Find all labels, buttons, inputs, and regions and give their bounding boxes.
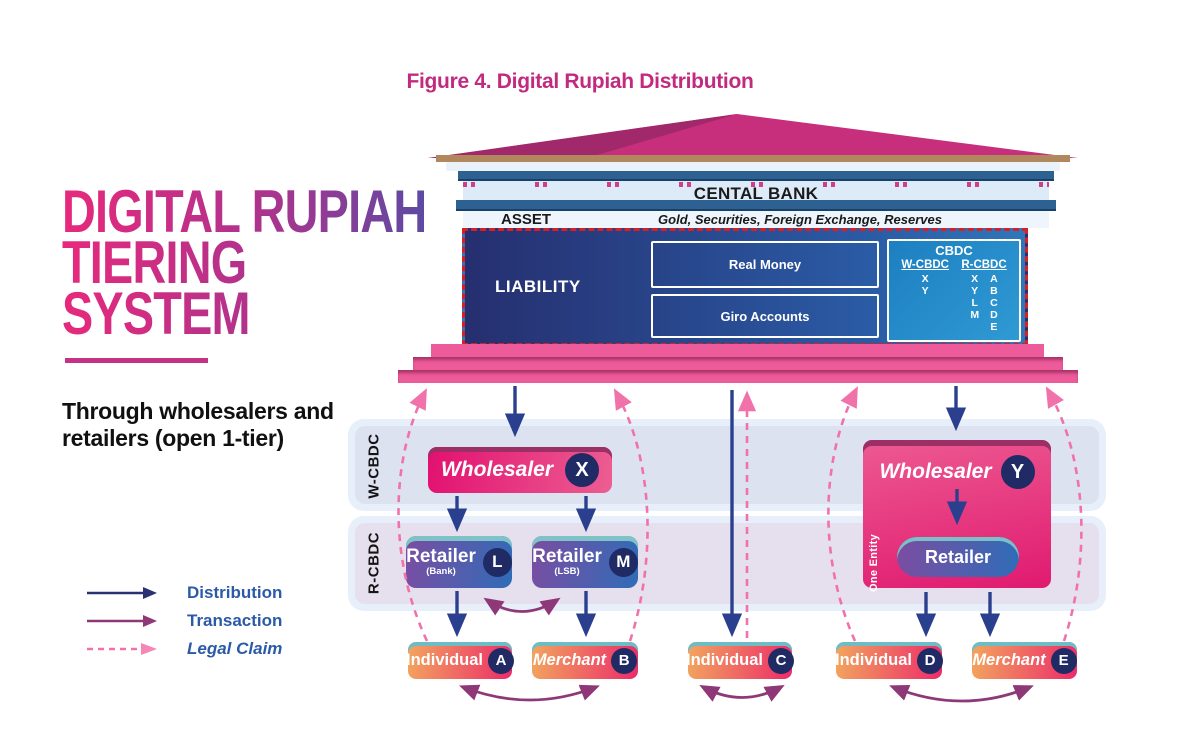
merchant-b-label: Merchant bbox=[532, 651, 607, 669]
transaction-arrow-d-e bbox=[889, 685, 1034, 703]
r-cbdc-header: R-CBDC bbox=[961, 259, 1007, 271]
asset-band: ASSET Gold, Securities, Foreign Exchange… bbox=[463, 211, 1049, 228]
individual-a-box: Individual A bbox=[406, 642, 515, 679]
bank-step-1 bbox=[431, 344, 1044, 357]
pediment: CENTAL BANK bbox=[463, 181, 1049, 203]
legend-label-legal-claim: Legal Claim bbox=[187, 639, 283, 658]
retailer-pill: Retailer bbox=[897, 537, 1019, 577]
w-letter: Y bbox=[921, 285, 929, 297]
wholesaler-x-label: Wholesaler bbox=[440, 458, 554, 481]
r-letter: A bbox=[990, 273, 998, 285]
entablature-bar-top bbox=[458, 171, 1054, 181]
individual-a-label: Individual bbox=[406, 651, 484, 669]
r-cbdc-band-label: R-CBDC bbox=[365, 531, 383, 595]
real-money-box: Real Money bbox=[651, 241, 879, 288]
retailer-l-box: Retailer (Bank) L bbox=[406, 536, 512, 588]
r-letter: D bbox=[990, 309, 998, 321]
w-cbdc-column: W-CBDC X Y bbox=[901, 259, 949, 333]
asset-label: ASSET bbox=[501, 211, 552, 228]
individual-d-label: Individual bbox=[835, 651, 913, 669]
entablature-bar-bottom bbox=[456, 200, 1056, 211]
individual-c-box: Individual C bbox=[686, 642, 795, 679]
r-letter: L bbox=[971, 297, 978, 309]
badge-y: Y bbox=[1000, 455, 1035, 489]
legal-claim-arrow-icon bbox=[87, 643, 157, 655]
r-cbdc-letters-2: A B C D E bbox=[990, 273, 998, 333]
merchant-e-label: Merchant bbox=[972, 651, 1046, 669]
legend-row-legal-claim: Legal Claim bbox=[85, 635, 282, 663]
r-letter: Y bbox=[971, 285, 979, 297]
individual-c-label: Individual bbox=[686, 651, 764, 669]
asset-items: Gold, Securities, Foreign Exchange, Rese… bbox=[658, 212, 942, 227]
r-letter: X bbox=[971, 273, 979, 285]
legend: Distribution Transaction Legal Claim bbox=[85, 579, 282, 663]
giro-accounts-box: Giro Accounts bbox=[651, 294, 879, 338]
legend-label-distribution: Distribution bbox=[187, 583, 283, 602]
wholesaler-y-box: Wholesaler Y One Entity Retailer bbox=[863, 440, 1051, 592]
r-letter: B bbox=[990, 285, 998, 297]
badge-l: L bbox=[482, 547, 512, 577]
badge-c: C bbox=[768, 647, 795, 674]
badge-a: A bbox=[488, 647, 515, 674]
bank-step-2 bbox=[413, 357, 1063, 370]
dentils bbox=[463, 182, 1049, 187]
retailer-l-type: (Bank) bbox=[426, 566, 456, 578]
retailer-m-type: (LSB) bbox=[554, 566, 580, 578]
r-cbdc-column: R-CBDC X Y L M A B C D E bbox=[961, 259, 1006, 333]
badge-x: X bbox=[565, 453, 600, 487]
title-underline bbox=[65, 358, 208, 363]
legend-label-transaction: Transaction bbox=[187, 611, 283, 630]
cbdc-title: CBDC bbox=[935, 243, 973, 258]
legend-row-distribution: Distribution bbox=[85, 579, 282, 607]
merchant-e-box: Merchant E bbox=[972, 642, 1077, 679]
retailer-l-label: Retailer bbox=[406, 546, 476, 568]
roof-edge bbox=[436, 155, 1070, 162]
individual-d-box: Individual D bbox=[835, 642, 944, 679]
r-letter: C bbox=[990, 297, 998, 309]
bank-roof bbox=[428, 114, 1078, 158]
badge-e: E bbox=[1050, 647, 1077, 674]
retailer-m-box: Retailer (LSB) M bbox=[532, 536, 638, 588]
subtitle: Through wholesalers and retailers (open … bbox=[62, 398, 334, 451]
retailer-m-label: Retailer bbox=[532, 546, 602, 568]
w-cbdc-band-label: W-CBDC bbox=[365, 433, 383, 499]
figure-title: Figure 4. Digital Rupiah Distribution bbox=[406, 70, 754, 93]
w-cbdc-letters: X Y bbox=[901, 273, 949, 297]
r-letter: E bbox=[990, 321, 998, 333]
wholesaler-x-box: Wholesaler X bbox=[428, 447, 612, 493]
r-cbdc-letters-1: X Y L M bbox=[970, 273, 979, 333]
badge-d: D bbox=[917, 647, 944, 674]
legend-row-transaction: Transaction bbox=[85, 607, 282, 635]
liability-label: LIABILITY bbox=[495, 277, 581, 296]
one-entity-label: One Entity bbox=[868, 533, 880, 592]
merchant-b-box: Merchant B bbox=[532, 642, 638, 679]
transaction-arrow-c-c bbox=[699, 685, 785, 702]
cornice bbox=[446, 162, 1060, 171]
transaction-arrow-icon bbox=[87, 615, 157, 627]
page-title-line3: SYSTEM bbox=[62, 280, 250, 347]
badge-b: B bbox=[611, 647, 638, 674]
bank-step-3 bbox=[398, 370, 1078, 383]
w-letter: X bbox=[921, 273, 929, 285]
distribution-arrow-icon bbox=[87, 587, 157, 599]
transaction-arrow-a-b bbox=[459, 684, 600, 702]
r-letter: M bbox=[970, 309, 980, 321]
cbdc-box: CBDC W-CBDC X Y R-CBDC X Y L bbox=[887, 239, 1021, 342]
w-cbdc-header: W-CBDC bbox=[901, 259, 949, 271]
wholesaler-y-label: Wholesaler bbox=[879, 460, 992, 483]
bank-name: CENTAL BANK bbox=[693, 184, 819, 203]
badge-m: M bbox=[608, 547, 638, 577]
liability-box: LIABILITY Real Money Giro Accounts CBDC … bbox=[462, 228, 1028, 346]
